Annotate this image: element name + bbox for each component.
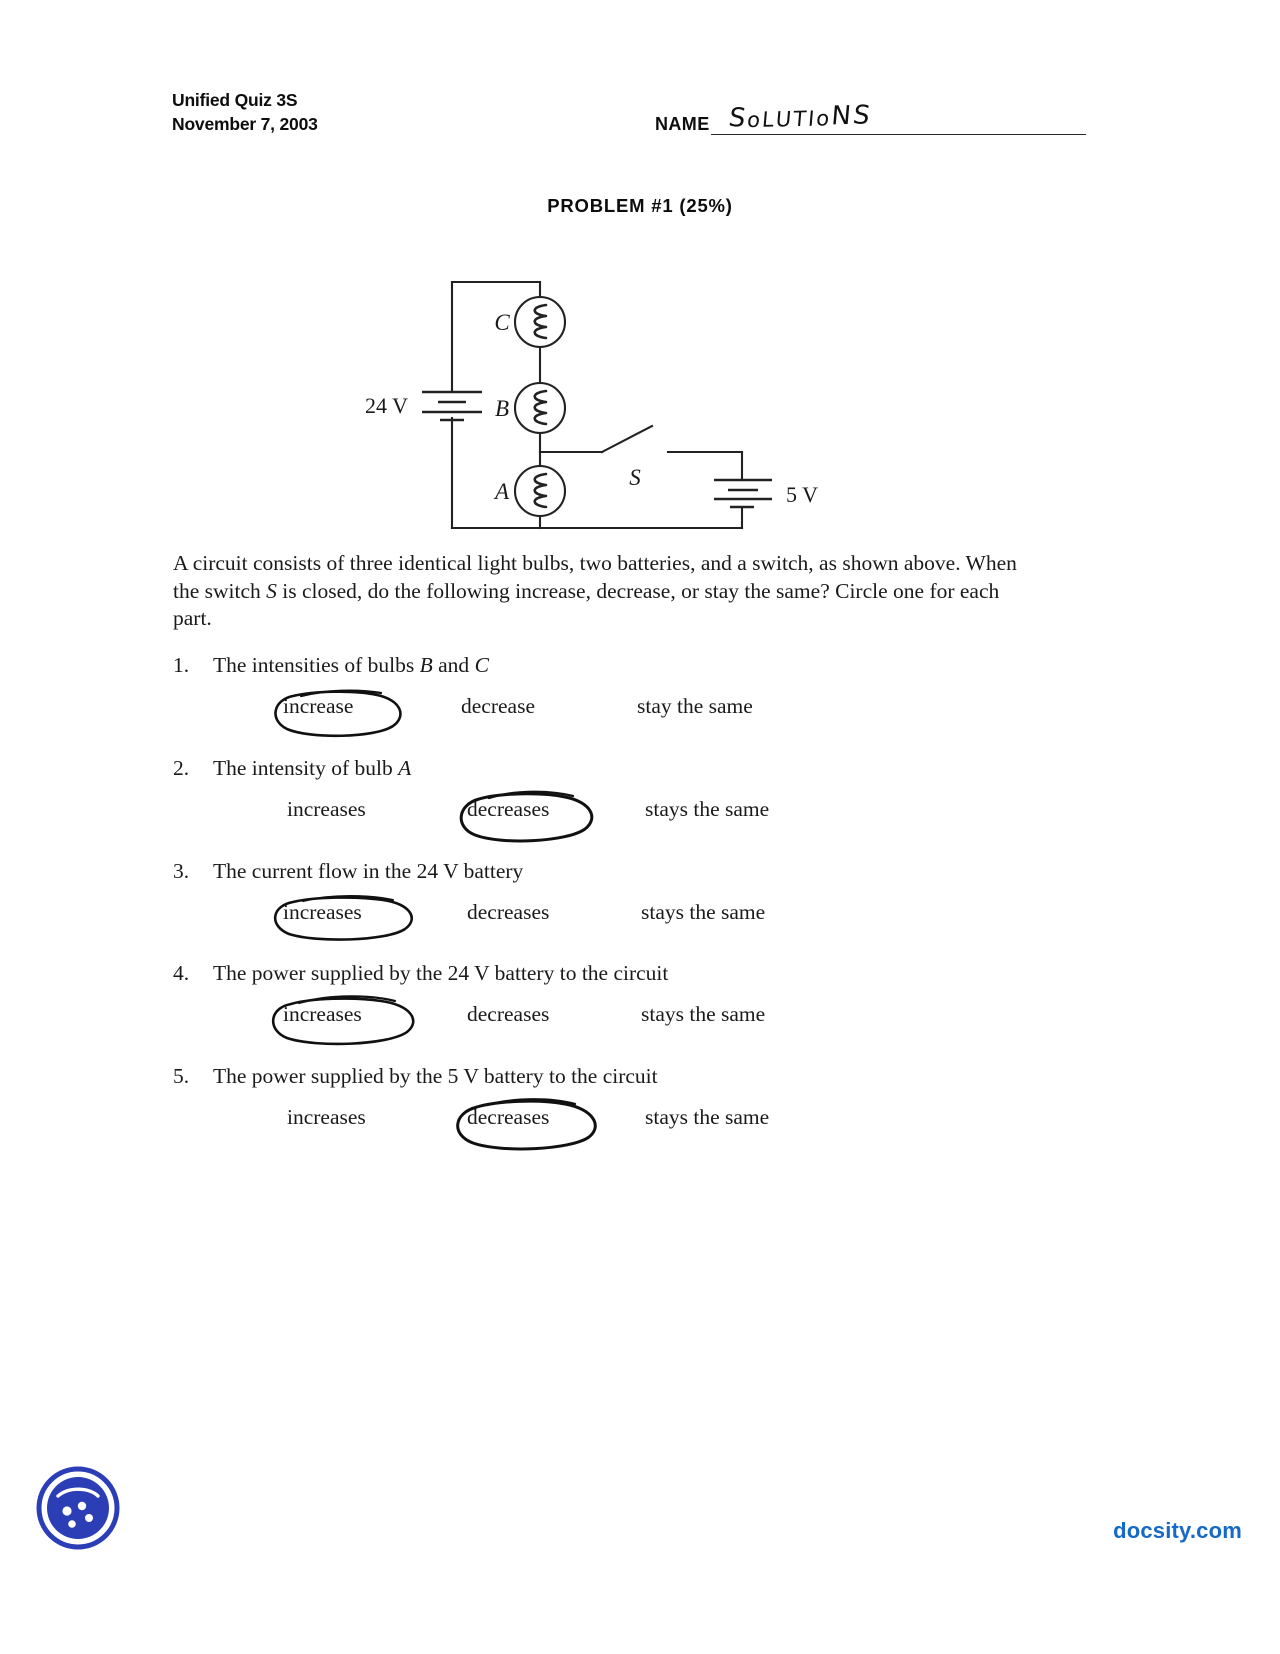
question-1: 1. The intensities of bulbs B and C incr…: [173, 652, 1073, 738]
question-4-options: increases decreases stays the same: [173, 995, 1073, 1046]
switch-label: S: [629, 465, 641, 490]
question-2-text-a: The intensity of bulb: [213, 756, 399, 780]
question-2-prompt: 2. The intensity of bulb A: [173, 755, 1073, 781]
question-2-text: The intensity of bulb A: [213, 755, 411, 781]
question-4-number: 4.: [173, 961, 190, 985]
question-5-options: increases decreases stays the same: [173, 1098, 1073, 1151]
question-2-options: increases decreases stays the same: [173, 790, 1073, 843]
name-label: NAME: [655, 114, 710, 134]
quiz-title: Unified Quiz 3S: [172, 90, 298, 110]
question-1-italic-2: C: [474, 653, 489, 677]
description-switch-symbol: S: [266, 578, 277, 603]
option-decreases[interactable]: decreases: [467, 797, 550, 821]
question-4: 4. The power supplied by the 24 V batter…: [173, 960, 1073, 1046]
battery-24v-label: 24 V: [365, 393, 408, 418]
bulb-b-label: B: [495, 396, 509, 421]
name-field-group: NAME SoLUTIoNS: [655, 100, 1086, 135]
question-3-number: 3.: [173, 859, 190, 883]
question-2: 2. The intensity of bulb A increases dec…: [173, 755, 1073, 843]
option-stays-the-same[interactable]: stays the same: [645, 1105, 770, 1129]
option-stays-the-same[interactable]: stays the same: [641, 900, 766, 924]
bulb-b-symbol: [513, 381, 567, 435]
question-2-number: 2.: [173, 756, 190, 780]
question-3-options: increases decreases stays the same: [173, 894, 1073, 944]
name-rule: SoLUTIoNS: [710, 100, 1086, 135]
question-4-text: The power supplied by the 24 V battery t…: [213, 961, 669, 985]
circuit-diagram: C B A S 24 V 5 V: [330, 240, 890, 530]
battery-5v-label: 5 V: [786, 482, 818, 507]
option-stays-the-same[interactable]: stays the same: [645, 797, 770, 821]
description-line-2a: shown above. When the switch: [173, 551, 1017, 603]
docsity-watermark: docsity.com: [1113, 1518, 1242, 1543]
option-increases[interactable]: increases: [283, 900, 362, 924]
question-1-options: increase decrease stay the same: [173, 689, 1073, 738]
docsity-logo-icon: [36, 1466, 120, 1550]
question-5: 5. The power supplied by the 5 V battery…: [173, 1063, 1073, 1151]
bulb-a-symbol: [513, 464, 567, 518]
question-5-text: The power supplied by the 5 V battery to…: [213, 1064, 658, 1088]
question-3-text: The current flow in the 24 V battery: [213, 859, 524, 883]
option-decreases[interactable]: decreases: [467, 1105, 550, 1129]
bulb-c-label: C: [494, 310, 510, 335]
option-stay-the-same[interactable]: stay the same: [637, 694, 753, 718]
question-1-italic-1: B: [419, 653, 433, 677]
option-stays-the-same[interactable]: stays the same: [641, 1002, 766, 1026]
question-5-prompt: 5. The power supplied by the 5 V battery…: [173, 1063, 1073, 1089]
problem-description: A circuit consists of three identical li…: [173, 550, 1018, 633]
option-decreases[interactable]: decreases: [467, 1002, 550, 1026]
quiz-date: November 7, 2003: [172, 114, 318, 134]
question-1-text-a: The intensities of bulbs: [213, 653, 420, 677]
problem-title: PROBLEM #1 (25%): [547, 195, 733, 216]
question-2-italic-1: A: [398, 756, 412, 780]
description-line-1: A circuit consists of three identical li…: [173, 551, 837, 575]
question-4-prompt: 4. The power supplied by the 24 V batter…: [173, 960, 1073, 986]
description-line-3: or stay the same? Circle one for each pa…: [173, 578, 1000, 631]
option-decreases[interactable]: decreases: [467, 900, 550, 924]
question-5-number: 5.: [173, 1064, 190, 1088]
option-increases[interactable]: increases: [287, 797, 366, 821]
question-1-number: 1.: [173, 653, 190, 677]
quiz-header: Unified Quiz 3S November 7, 2003: [172, 88, 318, 136]
bulb-c-symbol: [513, 295, 567, 349]
option-increases[interactable]: increases: [287, 1105, 366, 1129]
question-1-text: The intensities of bulbs B and C: [213, 652, 489, 678]
question-1-text-mid: and: [432, 653, 475, 677]
question-3-prompt: 3. The current flow in the 24 V battery: [173, 858, 1073, 884]
option-increases[interactable]: increases: [283, 1002, 362, 1026]
description-line-2b: is closed, do the following increase, de…: [276, 578, 676, 603]
option-decrease[interactable]: decrease: [461, 694, 535, 718]
question-1-prompt: 1. The intensities of bulbs B and C: [173, 652, 1073, 678]
question-3: 3. The current flow in the 24 V battery …: [173, 858, 1073, 944]
option-increase[interactable]: increase: [283, 694, 354, 718]
handwritten-name-value: SoLUTIoNS: [726, 100, 874, 134]
bulb-a-label: A: [493, 479, 510, 504]
